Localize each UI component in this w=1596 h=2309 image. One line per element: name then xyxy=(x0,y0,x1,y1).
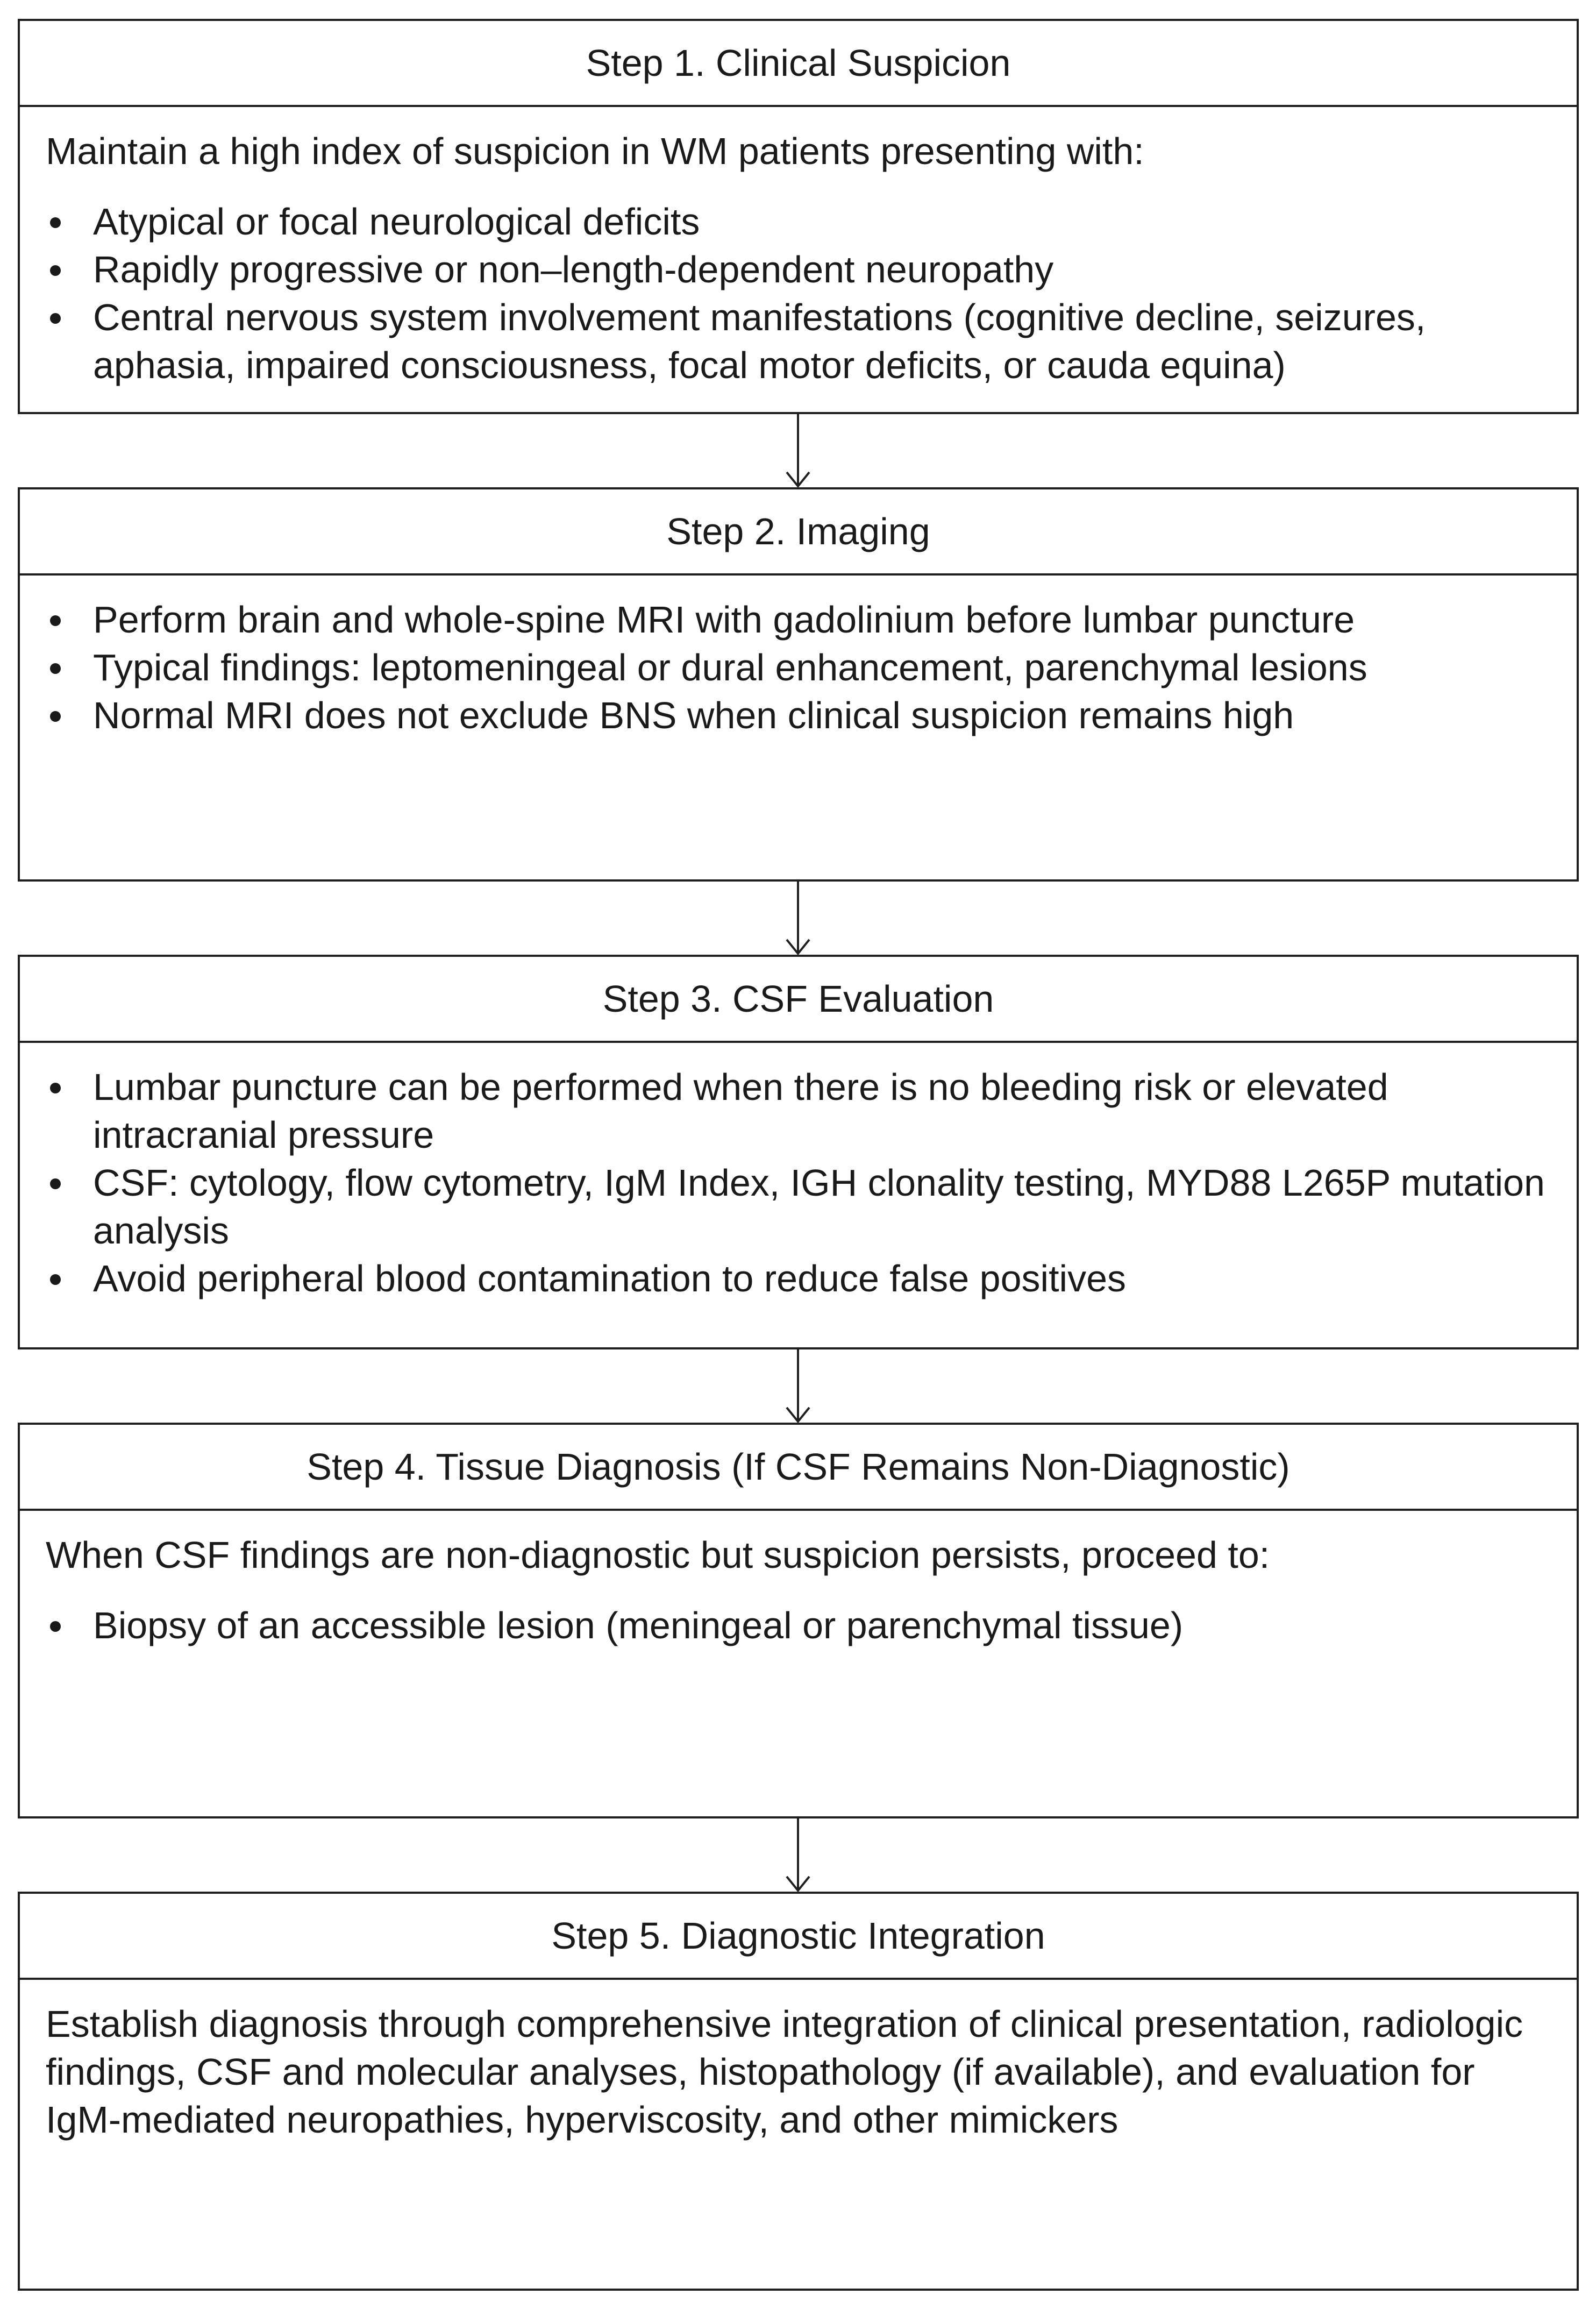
step-3-bullet: Avoid peripheral blood contamination to … xyxy=(46,1255,1551,1303)
step-2-bullet: Typical findings: leptomeningeal or dura… xyxy=(46,644,1551,692)
step-3-bullet: Lumbar puncture can be performed when th… xyxy=(46,1063,1551,1159)
step-2-body: Perform brain and whole-spine MRI with g… xyxy=(20,576,1577,740)
step-1-body: Maintain a high index of suspicion in WM… xyxy=(20,107,1577,389)
step-5-paragraph: Establish diagnosis through comprehensiv… xyxy=(46,2003,1523,2141)
step-4-intro: When CSF findings are non-diagnostic but… xyxy=(46,1534,1270,1576)
arrow-down-icon xyxy=(786,414,810,488)
step-3-bullet: CSF: cytology, flow cytometry, IgM Index… xyxy=(46,1159,1551,1255)
step-3-title: Step 3. CSF Evaluation xyxy=(20,957,1577,1043)
step-5-body: Establish diagnosis through comprehensiv… xyxy=(20,1980,1577,2144)
arrow-down-icon xyxy=(786,1818,810,1893)
step-1-bullet: Rapidly progressive or non–length-depend… xyxy=(46,246,1551,294)
step-2-bullet: Perform brain and whole-spine MRI with g… xyxy=(46,596,1551,644)
step-4-body: When CSF findings are non-diagnostic but… xyxy=(20,1511,1577,1650)
step-3-body: Lumbar puncture can be performed when th… xyxy=(20,1043,1577,1303)
arrow-down-icon xyxy=(786,882,810,956)
step-2-bullets: Perform brain and whole-spine MRI with g… xyxy=(46,596,1551,740)
step-1-intro: Maintain a high index of suspicion in WM… xyxy=(46,130,1144,172)
step-2-box: Step 2. Imaging Perform brain and whole-… xyxy=(18,487,1579,882)
step-1-bullet: Central nervous system involvement manif… xyxy=(46,294,1551,389)
step-4-box: Step 4. Tissue Diagnosis (If CSF Remains… xyxy=(18,1423,1579,1818)
step-5-box: Step 5. Diagnostic Integration Establish… xyxy=(18,1892,1579,2291)
step-4-title: Step 4. Tissue Diagnosis (If CSF Remains… xyxy=(20,1425,1577,1511)
step-4-bullets: Biopsy of an accessible lesion (meningea… xyxy=(46,1602,1551,1650)
arrow-down-icon xyxy=(786,1349,810,1424)
step-5-title: Step 5. Diagnostic Integration xyxy=(20,1894,1577,1980)
step-2-bullet: Normal MRI does not exclude BNS when cli… xyxy=(46,692,1551,740)
step-1-bullets: Atypical or focal neurological deficits … xyxy=(46,198,1551,389)
step-1-bullet: Atypical or focal neurological deficits xyxy=(46,198,1551,246)
step-4-bullet: Biopsy of an accessible lesion (meningea… xyxy=(46,1602,1551,1650)
step-2-title: Step 2. Imaging xyxy=(20,489,1577,576)
step-3-box: Step 3. CSF Evaluation Lumbar puncture c… xyxy=(18,955,1579,1349)
step-1-title: Step 1. Clinical Suspicion xyxy=(20,21,1577,107)
step-1-box: Step 1. Clinical Suspicion Maintain a hi… xyxy=(18,19,1579,414)
step-3-bullets: Lumbar puncture can be performed when th… xyxy=(46,1063,1551,1303)
